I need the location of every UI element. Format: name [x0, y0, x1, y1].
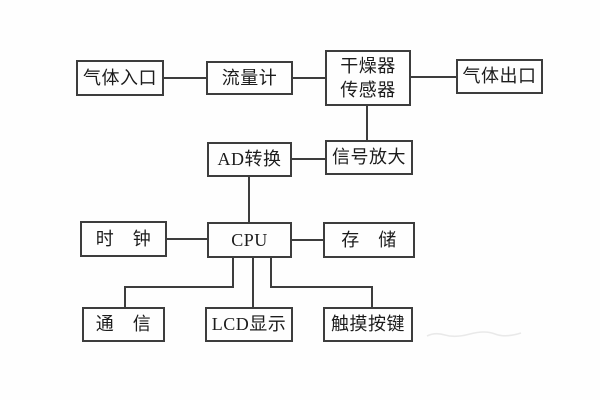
edge-cpu-storage	[292, 239, 323, 241]
edge-cpu-communication-drop	[232, 258, 234, 288]
edge-flow-meter-dryer-sensor	[293, 77, 325, 79]
edge-cpu-lcd-display	[252, 258, 254, 307]
edge-dryer-sensor-gas-outlet	[411, 76, 456, 78]
edge-clock-cpu	[167, 238, 207, 240]
edge-cpu-touch-keys-down	[371, 286, 373, 307]
edge-dryer-sensor-signal-amplifier	[366, 106, 368, 140]
node-ad-converter: AD转换	[207, 142, 292, 177]
watermark	[426, 331, 522, 338]
node-storage: 存 储	[323, 222, 415, 258]
edge-ad-converter-cpu	[248, 177, 250, 222]
node-dryer-sensor: 干燥器 传感器	[325, 50, 411, 106]
node-cpu: CPU	[207, 222, 292, 258]
node-gas-inlet: 气体入口	[76, 60, 164, 96]
edge-cpu-touch-keys-run	[270, 286, 373, 288]
edge-cpu-communication-down	[124, 286, 126, 307]
edge-gas-inlet-flow-meter	[164, 77, 206, 79]
node-flow-meter: 流量计	[206, 61, 293, 95]
node-signal-amplifier: 信号放大	[325, 140, 413, 175]
node-communication: 通 信	[82, 307, 165, 342]
edge-cpu-touch-keys-drop	[270, 258, 272, 288]
node-clock: 时 钟	[80, 221, 167, 257]
edge-ad-converter-signal-amplifier	[292, 158, 325, 160]
edge-cpu-communication-run	[124, 286, 234, 288]
node-touch-keys: 触摸按键	[323, 307, 413, 342]
node-lcd-display: LCD显示	[205, 307, 293, 342]
node-gas-outlet: 气体出口	[456, 59, 543, 94]
